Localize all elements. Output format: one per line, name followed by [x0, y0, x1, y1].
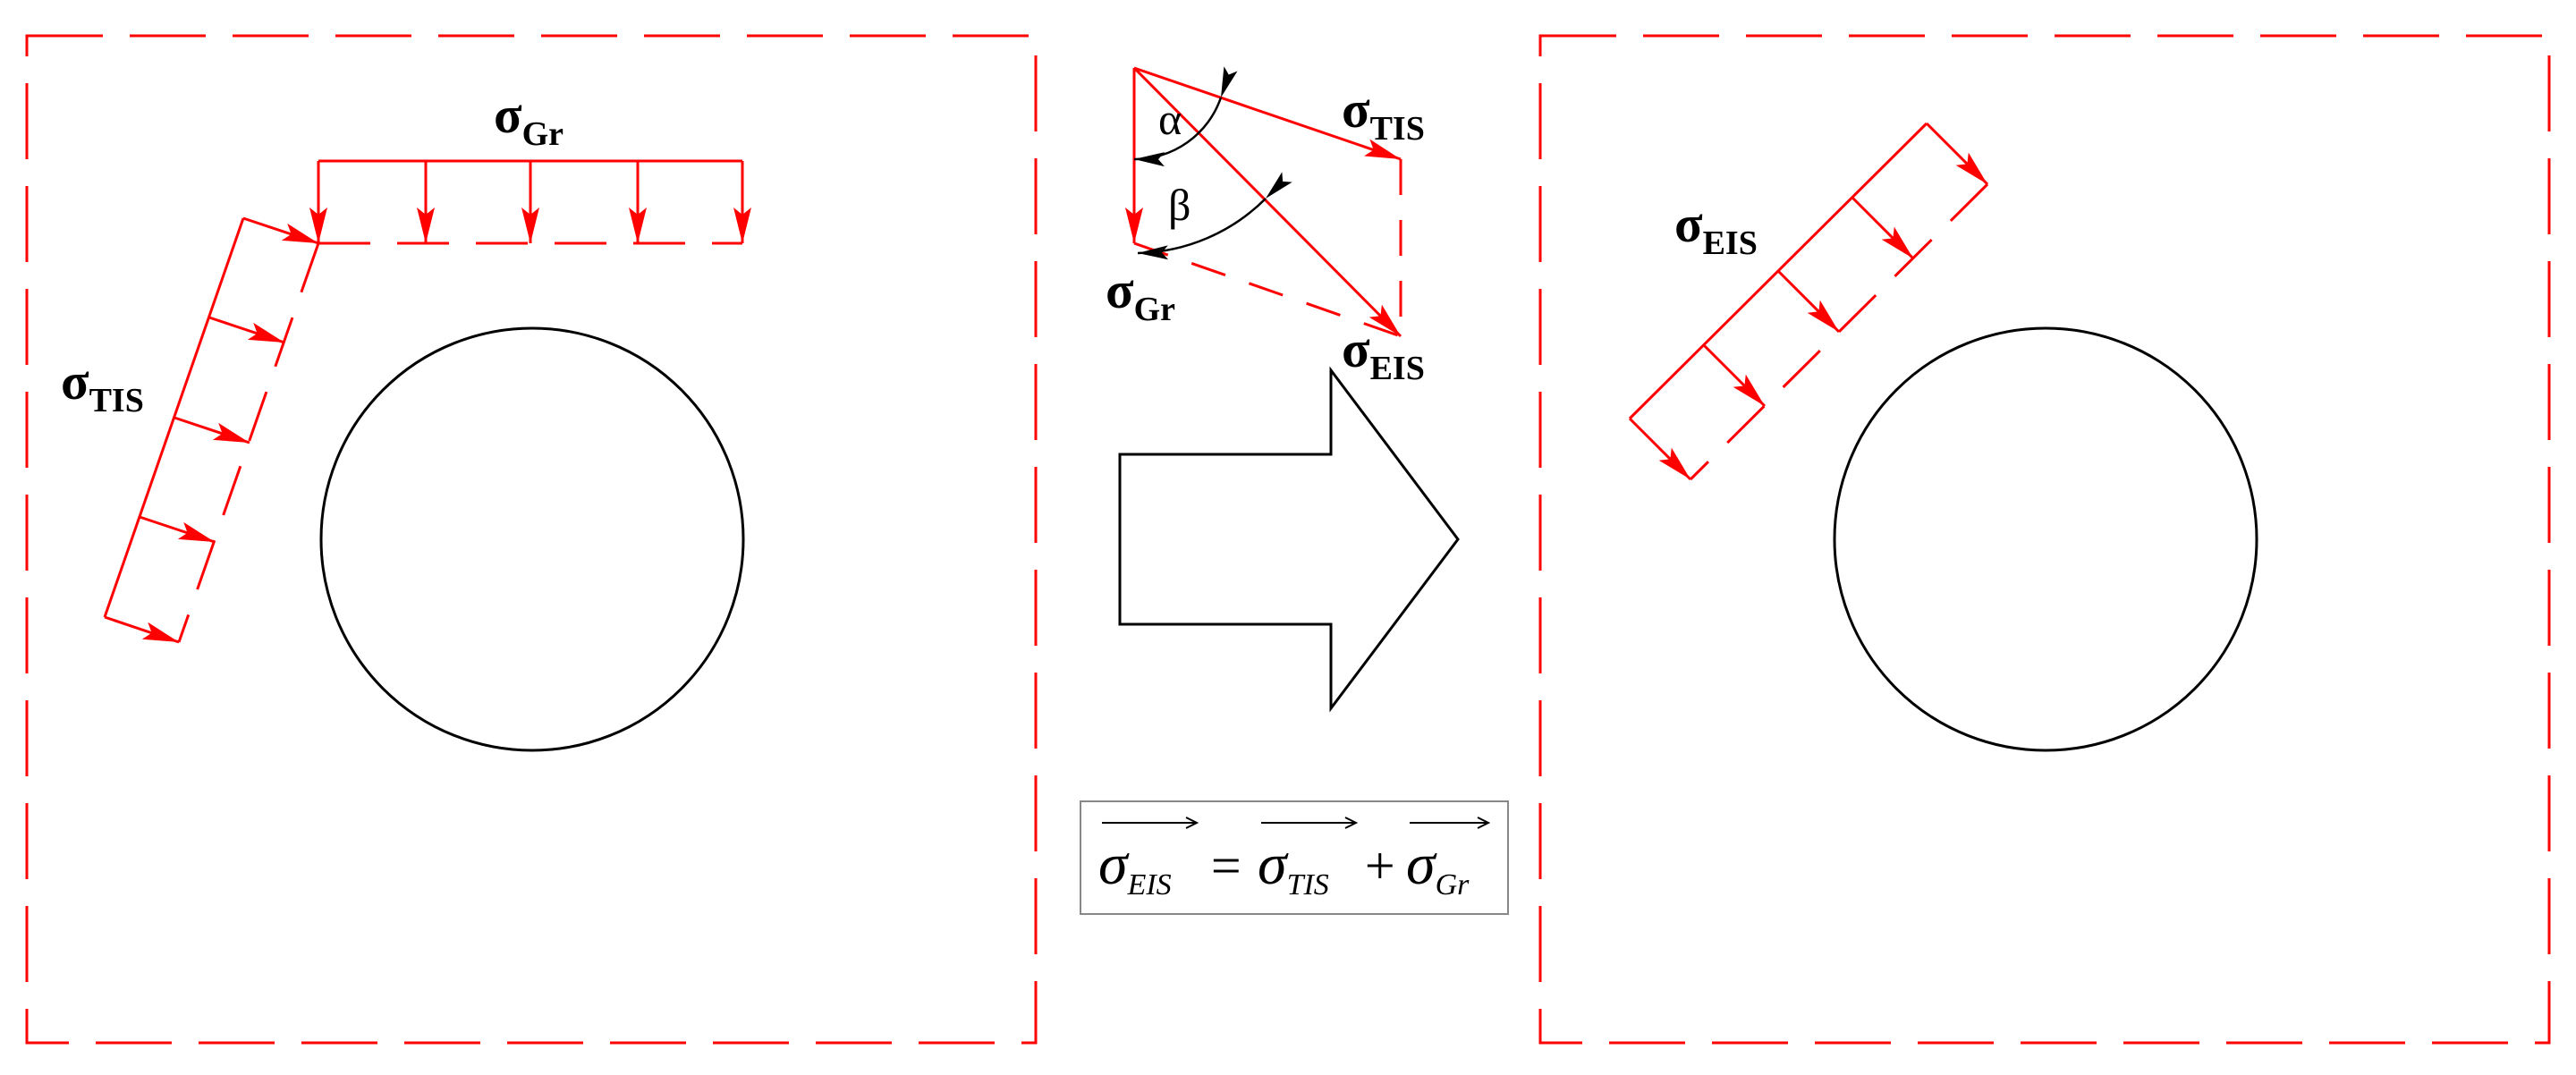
construction-line-gr	[1133, 241, 1402, 338]
svg-text:+: +	[1361, 836, 1398, 895]
angle-alpha-arc	[1133, 66, 1238, 167]
svg-text:σGr: σGr	[1406, 832, 1470, 901]
superposition-equation: σEIS = σTIS + σGr	[1080, 800, 1509, 915]
gravity-load-diagram	[309, 159, 751, 245]
right-panel: σEIS	[1538, 34, 2551, 1045]
svg-text:=: =	[1208, 836, 1244, 895]
right-panel-boundary	[1538, 34, 2551, 1045]
vector-composition: α β σTIS σGr σEIS σEIS = σTIS	[1080, 66, 1509, 915]
angle-beta-arc	[1137, 172, 1292, 260]
right-tunnel-opening	[1833, 326, 2258, 752]
equation-box	[1080, 800, 1509, 915]
label-sigma-tis-vector: σTIS	[1342, 80, 1425, 148]
svg-text:σEIS: σEIS	[1098, 832, 1172, 901]
tectonic-load-diagram	[103, 216, 320, 644]
transformation-arrow	[1118, 366, 1460, 713]
left-tunnel-opening	[319, 326, 745, 752]
svg-text:σTIS: σTIS	[1258, 832, 1329, 901]
label-sigma-eis-vector: σEIS	[1342, 320, 1425, 387]
left-panel-boundary	[25, 34, 1038, 1045]
label-beta: β	[1168, 180, 1191, 230]
label-alpha: α	[1158, 94, 1182, 144]
left-panel: σGr σTIS	[25, 34, 1038, 1045]
label-sigma-eis-right: σEIS	[1674, 195, 1758, 262]
label-sigma-gr-vector: σGr	[1106, 261, 1175, 328]
equivalent-load-diagram	[1628, 122, 1989, 481]
label-sigma-tis-left: σTIS	[61, 352, 144, 419]
label-sigma-gr-left: σGr	[494, 86, 564, 153]
